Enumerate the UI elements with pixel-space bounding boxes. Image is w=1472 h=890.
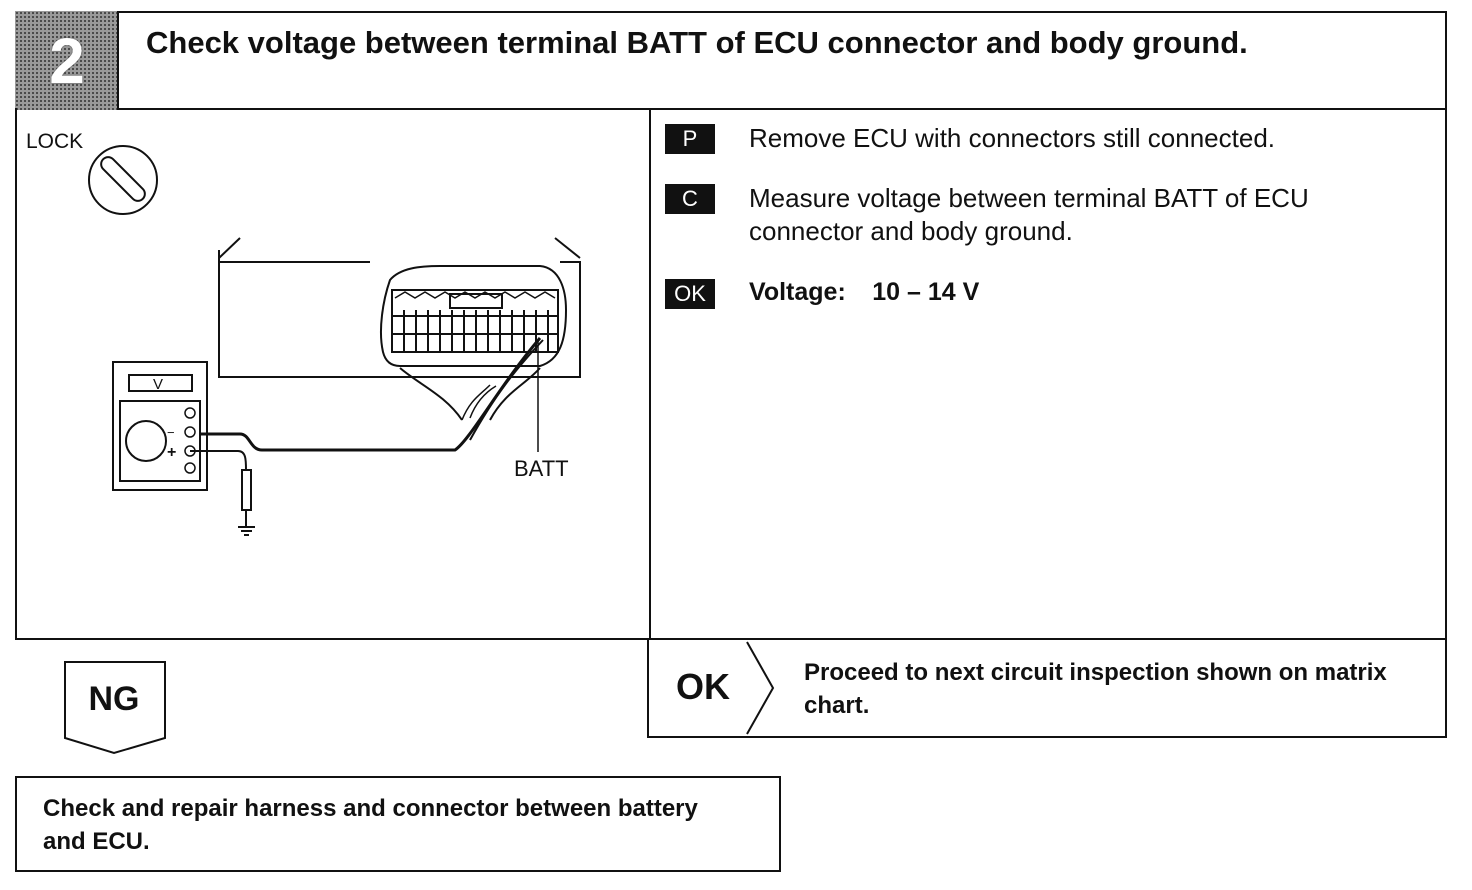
check-badge: C <box>665 184 715 214</box>
meter-unit-label: V <box>153 376 163 393</box>
check-text: Measure voltage between terminal BATT of… <box>749 183 1309 246</box>
ecu-connector <box>380 265 568 367</box>
meter-plus-label: + <box>167 444 176 461</box>
wiring-diagram: LOCK V − + BATT <box>26 130 581 536</box>
diagram-panel <box>15 108 651 640</box>
step-number: 2 <box>49 24 85 97</box>
ng-result-text: Check and repair harness and connector b… <box>43 795 698 855</box>
procedure-text: Remove ECU with connectors still connect… <box>749 123 1276 153</box>
ground-symbol-icon <box>238 526 255 536</box>
ok-label: OK <box>676 666 730 707</box>
step-number-box <box>15 11 119 110</box>
voltmeter <box>112 361 208 491</box>
ok-result-text: Proceed to next circuit inspection shown… <box>804 659 1387 719</box>
voltage-value: 10 – 14 V <box>872 278 980 306</box>
ng-result-box <box>15 776 781 872</box>
ng-label: NG <box>88 680 140 718</box>
procedure-badge: P <box>665 124 715 154</box>
ng-arrow-box <box>64 661 166 755</box>
ignition-key-icon <box>88 145 158 215</box>
ok-arrow <box>746 641 775 735</box>
voltage-spec: Voltage: 10 – 14 V <box>749 278 979 307</box>
voltage-label: Voltage: <box>749 278 846 306</box>
ok-result-box <box>647 638 1447 738</box>
step-title: Check voltage between terminal BATT of E… <box>146 25 1248 60</box>
batt-terminal-label: BATT <box>514 456 569 481</box>
lock-label: LOCK <box>26 130 83 153</box>
ok-spec-badge: OK <box>665 279 715 309</box>
meter-minus-label: − <box>167 425 175 440</box>
